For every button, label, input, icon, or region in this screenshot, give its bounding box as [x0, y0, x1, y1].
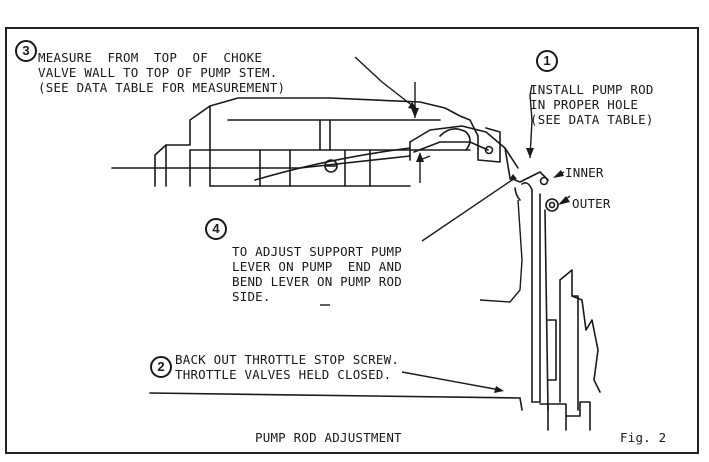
step-2-line-2: THROTTLE VALVES HELD CLOSED.: [175, 367, 392, 382]
step-3-text: MEASURE FROM TOP OF CHOKE VALVE WALL TO …: [38, 50, 285, 95]
step-1-line-2: IN PROPER HOLE: [530, 97, 639, 112]
step-4-line-4: SIDE.: [232, 289, 271, 304]
step-4-text: TO ADJUST SUPPORT PUMP LEVER ON PUMP END…: [232, 244, 402, 304]
step-3-number: 3: [15, 40, 37, 62]
inner-hole-label: INNER: [565, 165, 604, 180]
step-3-line-3: (SEE DATA TABLE FOR MEASUREMENT): [38, 80, 286, 95]
step-4-line-3: BEND LEVER ON PUMP ROD: [232, 274, 402, 289]
step-1-number: 1: [536, 50, 558, 72]
step-1-line-1: INSTALL PUMP ROD: [530, 82, 654, 97]
outer-hole-label: OUTER: [572, 196, 611, 211]
figure-frame: [5, 27, 699, 454]
step-4-line-2: LEVER ON PUMP END AND: [232, 259, 402, 274]
step-2-line-1: BACK OUT THROTTLE STOP SCREW.: [175, 352, 400, 367]
step-1-text: INSTALL PUMP ROD IN PROPER HOLE (SEE DAT…: [530, 82, 654, 127]
step-4-number: 4: [205, 218, 227, 240]
step-2-number: 2: [150, 356, 172, 378]
figure-label: Fig. 2: [620, 430, 667, 445]
step-2-text: BACK OUT THROTTLE STOP SCREW. THROTTLE V…: [175, 352, 399, 382]
step-3-line-1: MEASURE FROM TOP OF CHOKE: [38, 50, 263, 65]
step-1-line-3: (SEE DATA TABLE): [530, 112, 654, 127]
step-4-line-1: TO ADJUST SUPPORT PUMP: [232, 244, 402, 259]
step-3-line-2: VALVE WALL TO TOP OF PUMP STEM.: [38, 65, 278, 80]
figure-caption: PUMP ROD ADJUSTMENT: [255, 430, 402, 445]
